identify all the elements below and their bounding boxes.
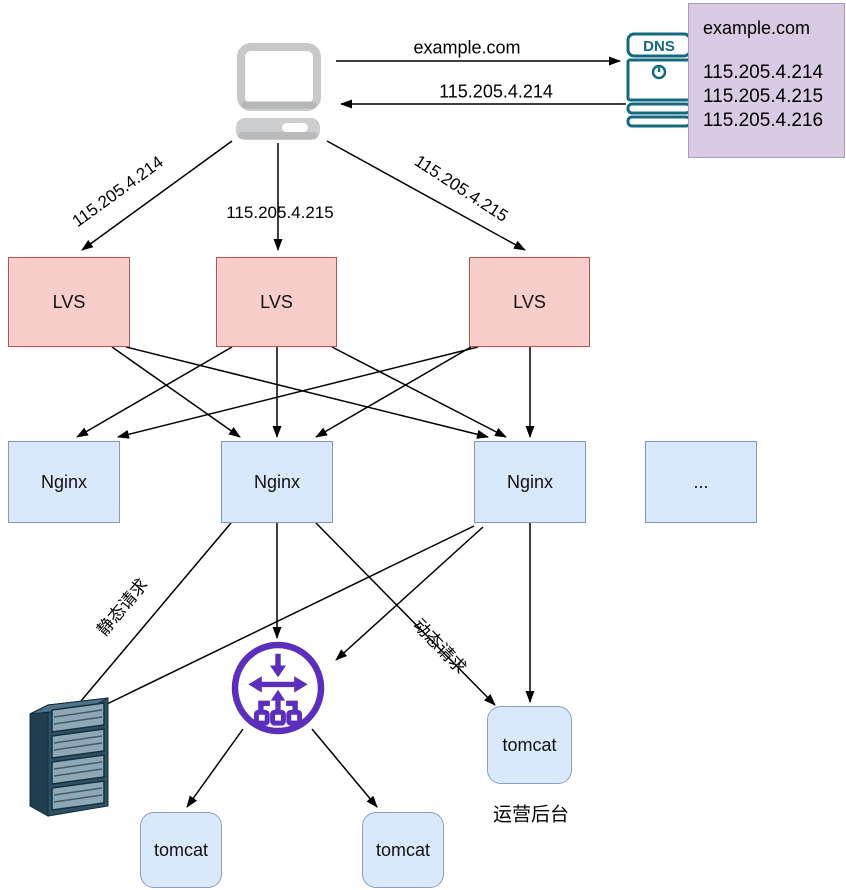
dns-card-ip-1: 115.205.4.214	[703, 62, 824, 83]
dns-card-domain: example.com	[703, 18, 811, 38]
edge-lvs2-nginx1	[76, 346, 233, 438]
nginx-node-3-label: Nginx	[506, 471, 554, 492]
lvs-node-1-label: LVS	[52, 291, 86, 312]
lvs-node-2: LVS	[216, 257, 337, 347]
edge-client-lvs3	[326, 140, 526, 251]
edge-nginx2-rack	[69, 522, 232, 715]
tomcat-node-2: tomcat	[362, 812, 444, 888]
dns-card-ip-2: 115.205.4.215	[703, 86, 824, 107]
lvs-node-2-label: LVS	[260, 291, 293, 312]
edge-nginx3-balancer	[335, 526, 484, 661]
tomcat-node-2-label: tomcat	[375, 839, 431, 860]
nginx-node-1: Nginx	[8, 441, 120, 523]
nginx-node-more-label: ...	[693, 471, 709, 492]
lvs-node-3: LVS	[469, 257, 590, 347]
server-rack-icon	[29, 697, 109, 817]
nginx-node-3: Nginx	[474, 441, 586, 523]
nginx-node-1-label: Nginx	[40, 471, 88, 492]
dns-record-card: example.com 115.205.4.214 115.205.4.215 …	[688, 3, 845, 158]
edge-lvs1-nginx3	[125, 346, 489, 439]
dns-badge-text: DNS	[643, 38, 675, 55]
tomcat-node-1-label: tomcat	[153, 839, 209, 860]
edge-label-route-middle: 115.205.4.215	[226, 203, 334, 222]
edge-balancer-tomcat2	[311, 728, 378, 808]
tomcat-node-3-label: tomcat	[502, 734, 557, 755]
edge-nginx3-rack	[75, 525, 475, 720]
nginx-node-2-label: Nginx	[253, 471, 301, 492]
nginx-node-more: ...	[645, 441, 757, 523]
laptop-icon	[236, 43, 321, 140]
tomcat-node-3: tomcat	[487, 706, 572, 784]
dns-server-icon: DNS	[626, 32, 692, 128]
lvs-node-3-label: LVS	[513, 291, 546, 312]
lvs-node-1: LVS	[8, 257, 130, 347]
edge-balancer-tomcat1	[186, 728, 244, 808]
load-balancer-icon	[231, 641, 325, 735]
edge-lvs1-nginx2	[111, 346, 241, 438]
nginx-node-2: Nginx	[221, 441, 333, 523]
edge-label-dns-answer: 115.205.4.214	[439, 81, 553, 102]
dns-card-ip-3: 115.205.4.216	[703, 110, 824, 131]
edge-nginx2-tomcat3	[315, 522, 496, 706]
edge-label-dns-query: example.com	[413, 37, 521, 58]
edge-lvs3-nginx1	[117, 346, 479, 439]
ops-backend-label: 运营后台	[492, 804, 570, 826]
edge-lvs2-nginx3	[331, 346, 507, 438]
tomcat-node-1: tomcat	[140, 812, 222, 888]
edge-client-lvs1	[81, 140, 233, 251]
edge-lvs3-nginx2	[315, 346, 472, 438]
